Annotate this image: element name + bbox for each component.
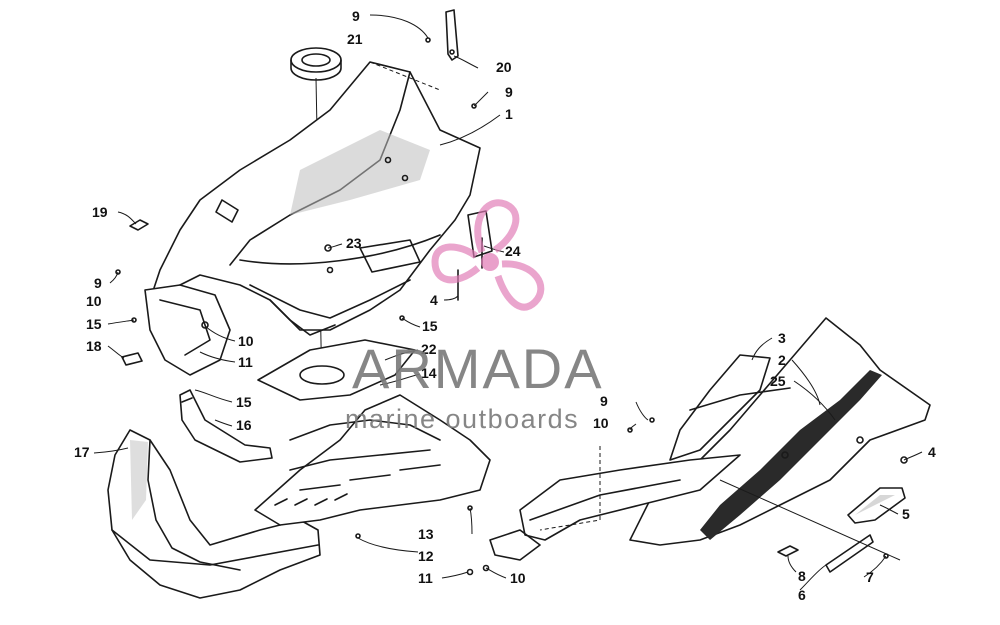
callout-9: 9 [505, 84, 513, 100]
callout-9: 9 [94, 275, 102, 291]
callout-10: 10 [86, 293, 102, 309]
nose-cone-part [107, 429, 321, 599]
callout-13: 13 [418, 526, 434, 542]
gasket-plate-part [257, 339, 416, 401]
callout-10: 10 [593, 415, 609, 431]
callout-6: 6 [798, 587, 806, 603]
callout-10: 10 [510, 570, 526, 586]
callout-4: 4 [928, 444, 936, 460]
callout-8: 8 [798, 568, 806, 584]
callout-4: 4 [430, 292, 438, 308]
callout-22: 22 [421, 341, 437, 357]
bracket-part-16 [179, 389, 273, 463]
callout-24: 24 [505, 243, 521, 259]
side-panel-part [629, 317, 931, 546]
callout-19: 19 [92, 204, 108, 220]
plate-part-6 [825, 534, 874, 573]
watermark: ARMADA marine outboards [345, 199, 604, 434]
callout-3: 3 [778, 330, 786, 346]
callout-9: 9 [352, 8, 360, 24]
grommet-ring-part [290, 47, 342, 81]
callout-9: 9 [600, 393, 608, 409]
callout-5: 5 [902, 506, 910, 522]
clip-part-19 [129, 219, 149, 231]
callout-15: 15 [236, 394, 252, 410]
callout-2: 2 [778, 352, 786, 368]
watermark-subtitle: marine outboards [345, 404, 579, 434]
reflector-part [847, 487, 906, 524]
callout-23: 23 [346, 235, 362, 251]
callout-14: 14 [421, 365, 437, 381]
watermark-title: ARMADA [352, 337, 604, 400]
callout-25: 25 [770, 373, 786, 389]
tab-part-18 [121, 352, 143, 366]
propeller-logo-icon [431, 199, 545, 311]
left-clip-assembly [144, 284, 231, 376]
skid-pan-part [254, 394, 491, 526]
callout-1: 1 [505, 106, 513, 122]
callout-17: 17 [74, 444, 90, 460]
callout-labels: 9 21 20 9 1 19 23 24 9 10 4 15 15 10 18 … [74, 8, 936, 603]
callout-11: 11 [238, 354, 253, 370]
callout-10: 10 [238, 333, 254, 349]
running-board-part [489, 454, 741, 561]
callout-18: 18 [86, 338, 102, 354]
callout-7: 7 [866, 569, 874, 585]
lens-part-8 [777, 545, 799, 557]
leader-lines [93, 14, 923, 591]
callout-15: 15 [86, 316, 102, 332]
main-hood-part [149, 61, 481, 336]
callout-20: 20 [496, 59, 512, 75]
callout-11: 11 [418, 570, 433, 586]
callout-12: 12 [418, 548, 434, 564]
callout-16: 16 [236, 417, 252, 433]
bracket-part [445, 9, 459, 61]
fastener-dots [115, 37, 908, 576]
callout-21: 21 [347, 31, 363, 47]
callout-15: 15 [422, 318, 438, 334]
